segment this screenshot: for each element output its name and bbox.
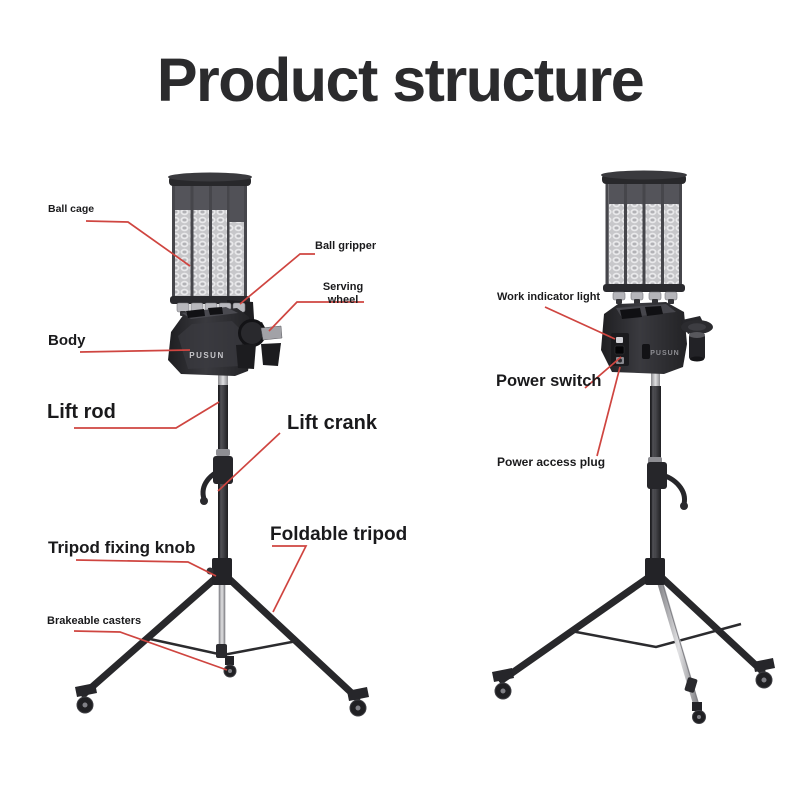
right-machine: PUSUN <box>492 170 775 724</box>
left-brand-logo: PUSUN <box>189 351 225 360</box>
line-power-switch <box>584 356 622 389</box>
right-foldable-tripod <box>498 558 766 708</box>
label-body: Body <box>48 332 86 349</box>
label-serving-wheel: Serving wheel <box>322 281 364 306</box>
left-lift-crank <box>200 456 233 505</box>
label-ball-gripper: Ball gripper <box>315 240 377 252</box>
right-brand-logo: PUSUN <box>650 350 680 357</box>
label-power-switch: Power switch <box>496 372 602 390</box>
label-power-access-plug: Power access plug <box>497 455 606 469</box>
line-body <box>79 349 191 353</box>
right-tripod-fixing-knob <box>645 558 665 585</box>
power-switch-control <box>614 345 625 355</box>
line-brakeable-casters <box>73 630 228 671</box>
line-work-indicator-light <box>544 306 616 340</box>
left-ball-cage <box>168 172 252 304</box>
left-machine: PUSUN <box>75 172 369 717</box>
line-lift-rod <box>74 401 220 429</box>
left-foldable-tripod <box>80 558 361 702</box>
right-ball-grippers <box>612 291 678 304</box>
left-serving-wheel <box>236 319 283 369</box>
line-ball-gripper <box>239 253 315 305</box>
left-brakeable-casters <box>75 656 369 717</box>
work-indicator-light <box>616 337 623 343</box>
line-tripod-fixing-knob <box>75 559 217 577</box>
callout-lines <box>73 220 622 671</box>
right-brakeable-casters <box>492 658 775 724</box>
label-foldable-tripod: Foldable tripod <box>270 524 408 545</box>
right-lift-crank <box>647 462 688 510</box>
page-title: Product structure <box>156 46 645 114</box>
line-serving-wheel <box>268 301 364 332</box>
line-power-access-plug <box>596 366 621 457</box>
label-work-indicator-light: Work indicator light <box>497 291 601 303</box>
left-tripod-fixing-knob <box>212 558 232 585</box>
label-lift-crank: Lift crank <box>287 412 378 434</box>
right-ball-cage <box>601 170 687 292</box>
label-tripod-fixing-knob: Tripod fixing knob <box>48 538 196 557</box>
label-lift-rod: Lift rod <box>47 401 116 423</box>
label-brakeable-casters: Brakeable casters <box>47 615 142 627</box>
left-body: PUSUN <box>168 307 252 376</box>
label-ball-cage: Ball cage <box>48 203 95 215</box>
line-foldable-tripod <box>272 545 308 613</box>
line-lift-crank <box>217 432 281 492</box>
line-ball-cage <box>85 220 191 267</box>
right-serving-wheel <box>681 316 713 362</box>
